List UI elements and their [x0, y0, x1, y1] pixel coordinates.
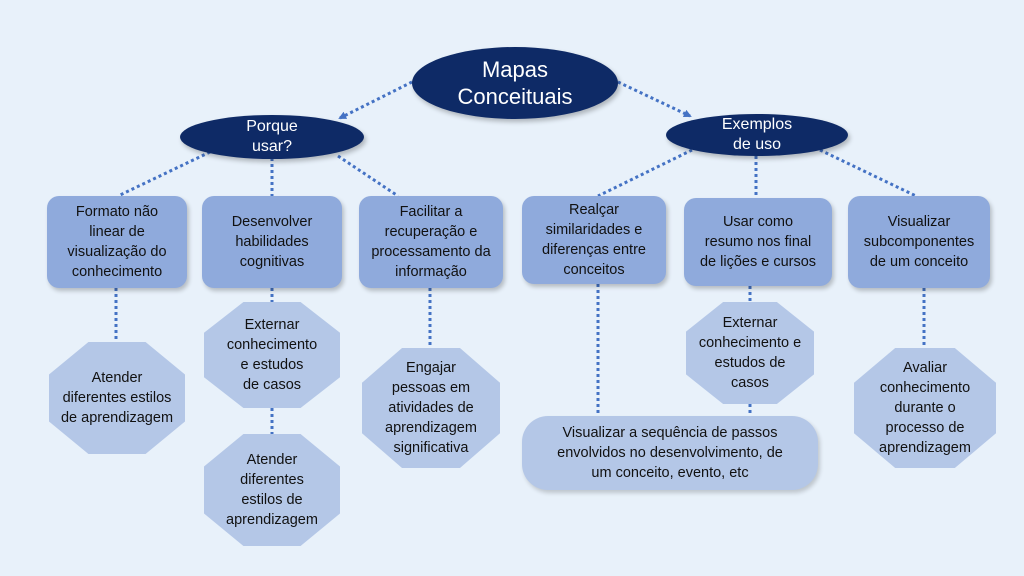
leaf-externar-2-label: Externar conhecimento e estudos de casos [698, 315, 802, 391]
leaf-engajar: Engajar pessoas em atividades de aprendi… [362, 348, 500, 468]
leaf-externar-1: Externar conhecimento e estudos de casos [204, 302, 340, 408]
box-formato: Formato não linear de visualização do co… [47, 196, 187, 288]
connector-root-to-why [338, 80, 413, 120]
box-facilitar-label: Facilitar a recuperação e processamento … [371, 204, 491, 280]
box-realcar-label: Realçar similaridades e diferenças entre… [542, 202, 646, 278]
branch-why-label: Porque usar? [246, 118, 298, 155]
leaf-atender-1-label: Atender diferentes estilos de aprendizag… [60, 370, 174, 426]
branch-examples-ellipse: Exemplos de uso [666, 114, 848, 156]
connector-examples-to-realcar [597, 148, 693, 198]
box-realcar: Realçar similaridades e diferenças entre… [522, 196, 666, 284]
box-visualizar-sub-label: Visualizar subcomponentes de um conceito [863, 214, 975, 270]
connector-examples-to-visualizar [819, 148, 917, 198]
leaf-engajar-label: Engajar pessoas em atividades de aprendi… [385, 360, 477, 456]
leaf-externar-1-label: Externar conhecimento e estudos de casos [226, 317, 318, 393]
connector-root-to-examples [617, 80, 692, 118]
branch-why-ellipse: Porque usar? [180, 115, 364, 159]
box-desenvolver-label: Desenvolver habilidades cognitivas [231, 214, 313, 270]
leaf-avaliar-label: Avaliar conhecimento durante o processo … [879, 360, 971, 456]
leaf-avaliar: Avaliar conhecimento durante o processo … [854, 348, 996, 468]
box-facilitar: Facilitar a recuperação e processamento … [359, 196, 503, 288]
connector-why-to-formato [117, 150, 211, 198]
leaf-sequencia-label: Visualizar a sequência de passos envolvi… [557, 425, 783, 481]
connector-why-to-facilitar [337, 154, 399, 198]
box-usar-label: Usar como resumo nos final de lições e c… [699, 214, 817, 270]
leaf-externar-2: Externar conhecimento e estudos de casos [686, 302, 814, 404]
leaf-atender-2: Atender diferentes estilos de aprendizag… [204, 434, 340, 546]
box-visualizar-sub: Visualizar subcomponentes de um conceito [848, 196, 990, 288]
root-ellipse: Mapas Conceituais [412, 47, 618, 119]
box-usar: Usar como resumo nos final de lições e c… [684, 198, 832, 286]
leaf-sequencia: Visualizar a sequência de passos envolvi… [522, 416, 818, 490]
branch-examples-label: Exemplos de uso [721, 116, 793, 153]
leaf-atender-1: Atender diferentes estilos de aprendizag… [49, 342, 185, 454]
root-label: Mapas Conceituais [457, 56, 573, 110]
box-desenvolver: Desenvolver habilidades cognitivas [202, 196, 342, 288]
box-formato-label: Formato não linear de visualização do co… [67, 204, 167, 280]
leaf-atender-2-label: Atender diferentes estilos de aprendizag… [226, 452, 318, 528]
